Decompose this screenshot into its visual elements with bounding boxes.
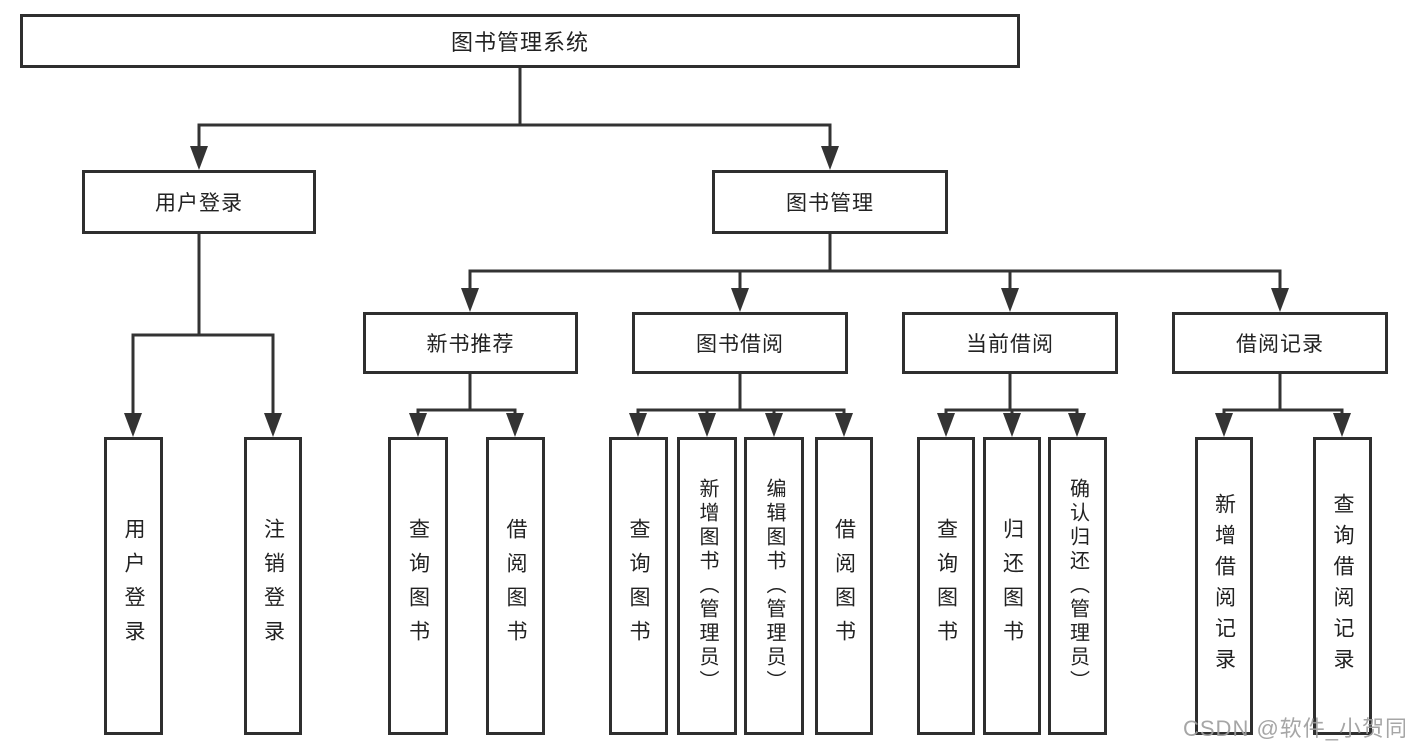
leaf-label: 查询借阅记录 — [1331, 493, 1354, 679]
leaf-search-borrow-record: 查询借阅记录 — [1313, 437, 1372, 735]
leaf-search-books-current: 查询图书 — [917, 437, 975, 735]
leaf-edit-books-admin: 编辑图书（管理员） — [744, 437, 804, 735]
leaf-label: 查询图书 — [934, 518, 958, 654]
leaf-label: 新增借阅记录 — [1212, 493, 1236, 679]
node-library-system: 图书管理系统 — [20, 14, 1020, 68]
leaf-label: 归还图书 — [1000, 518, 1024, 654]
leaf-label: 确认归还（管理员） — [1066, 478, 1089, 694]
node-user-login: 用户登录 — [82, 170, 316, 234]
node-label: 新书推荐 — [426, 333, 515, 356]
leaf-confirm-return-admin: 确认归还（管理员） — [1048, 437, 1107, 735]
leaf-return-books: 归还图书 — [983, 437, 1041, 735]
leaf-label: 新增图书（管理员） — [696, 478, 718, 694]
leaf-add-borrow-record: 新增借阅记录 — [1195, 437, 1253, 735]
leaf-label: 用户登录 — [122, 518, 145, 654]
node-label: 用户登录 — [155, 192, 243, 215]
node-book-management: 图书管理 — [712, 170, 948, 234]
leaf-add-books-admin: 新增图书（管理员） — [677, 437, 737, 735]
leaf-label: 注销登录 — [261, 518, 285, 654]
csdn-watermark: CSDN @软件_小贺同学 — [1183, 716, 1405, 741]
node-borrow-records: 借阅记录 — [1172, 312, 1388, 374]
leaf-label: 编辑图书（管理员） — [763, 478, 785, 694]
node-label: 当前借阅 — [966, 333, 1054, 356]
leaf-logout: 注销登录 — [244, 437, 302, 735]
leaf-label: 借阅图书 — [832, 518, 856, 654]
leaf-label: 查询图书 — [627, 518, 650, 654]
node-label: 图书管理 — [786, 192, 874, 215]
leaf-user-login: 用户登录 — [104, 437, 163, 735]
leaf-borrow-books: 借阅图书 — [815, 437, 873, 735]
node-label: 图书管理系统 — [450, 30, 589, 55]
leaf-search-books-recommend: 查询图书 — [388, 437, 448, 735]
leaf-search-books-borrow: 查询图书 — [609, 437, 668, 735]
node-current-borrow: 当前借阅 — [902, 312, 1118, 374]
leaf-label: 借阅图书 — [504, 518, 527, 654]
leaf-label: 查询图书 — [406, 518, 430, 654]
node-label: 图书借阅 — [696, 333, 784, 356]
node-label: 借阅记录 — [1236, 333, 1324, 356]
node-book-borrow: 图书借阅 — [632, 312, 848, 374]
leaf-borrow-books-recommend: 借阅图书 — [486, 437, 545, 735]
node-new-book-recommend: 新书推荐 — [363, 312, 578, 374]
